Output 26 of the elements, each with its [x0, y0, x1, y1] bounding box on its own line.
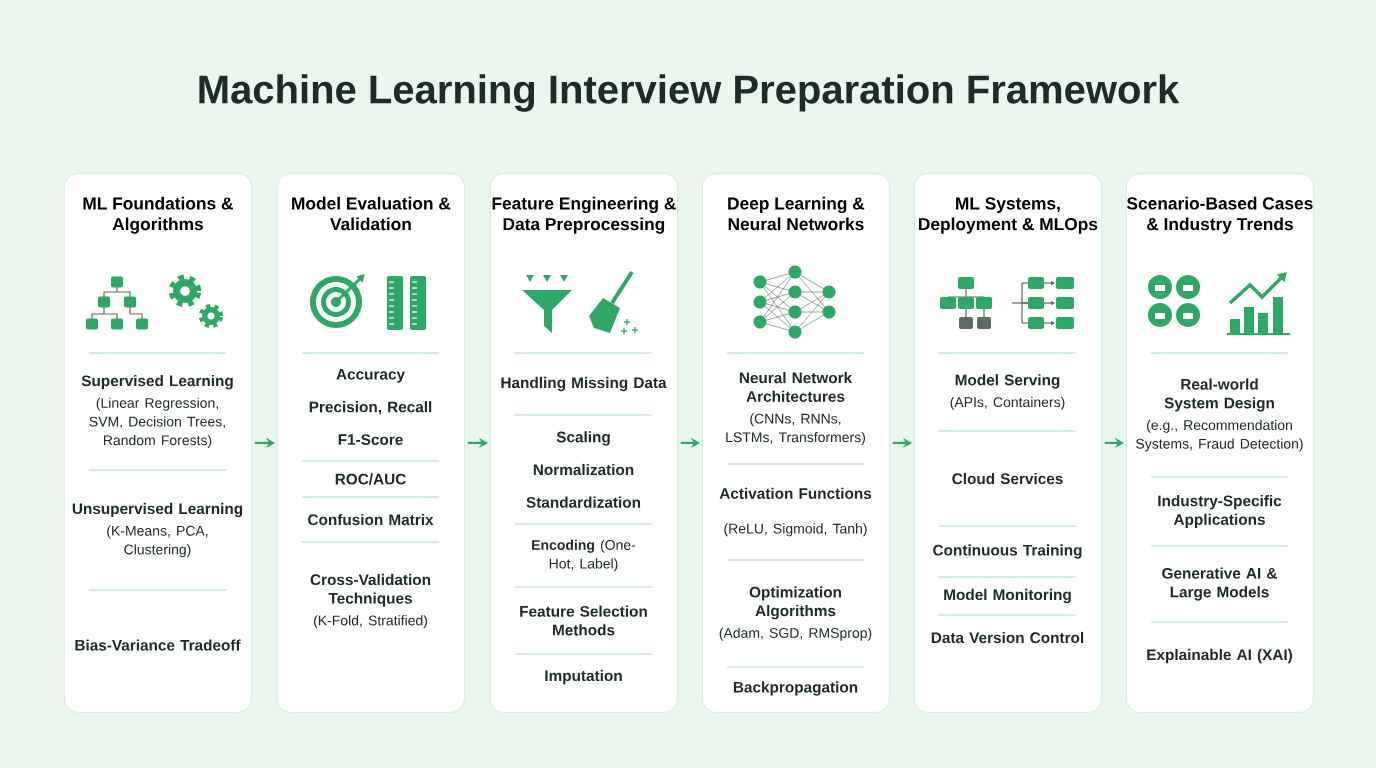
list-item: Handling Missing Data	[501, 376, 667, 392]
list-item: Imputation	[545, 669, 622, 685]
list-item: Model Serving (APIs, Containers)	[950, 374, 1065, 410]
list-item: Accuracy Precision, Recall F1-Score	[309, 369, 432, 445]
list-item: Scaling Normalization Standardization	[526, 431, 641, 508]
list-item: Data Version Control	[931, 631, 1084, 644]
list-item: ROC/AUC	[335, 473, 406, 485]
list-item: Unsupervised Learning (K-Means, PCA, Clustering)	[72, 502, 243, 558]
list-item: Backpropagation	[733, 681, 858, 696]
list-item: Bias-Variance Tradeoff	[75, 639, 241, 651]
list-item: Activation Functions (ReLU, Sigmoid, Tanh)	[719, 487, 872, 537]
list-item: Real-world System Design (e.g., Recommendation Systems, Fraud Detection)	[1136, 378, 1303, 452]
list-item: Cloud Services	[952, 472, 1063, 485]
list-item: Generative AI & Large Models	[1162, 567, 1277, 601]
list-item: Neural Network Architectures (CNNs, RNNs, LSTMs, Transformers)	[726, 372, 865, 446]
list-item: Industry-Specific Applications	[1158, 495, 1282, 528]
list-item: Supervised Learning (Linear Regression, SVM, Decision Trees, Random Forests)	[81, 375, 233, 448]
title: Machine Learning Interview Preparation Framework	[199, 74, 1180, 112]
list-item: Feature Selection Methods	[520, 605, 647, 636]
list-item: Continuous Training	[933, 544, 1082, 559]
list-item: Cross-Validation Techniques (K-Fold, Stratified)	[310, 573, 431, 629]
list-item: Optimization Algorithms (Adam, SGD, RMSprop)	[719, 586, 872, 641]
list-item: Confusion Matrix	[308, 513, 434, 526]
list-item: Encoding (One-Hot, Label)	[532, 539, 636, 572]
list-item: Model Monitoring	[944, 588, 1071, 604]
list-item: Explainable AI (XAI)	[1147, 648, 1292, 664]
